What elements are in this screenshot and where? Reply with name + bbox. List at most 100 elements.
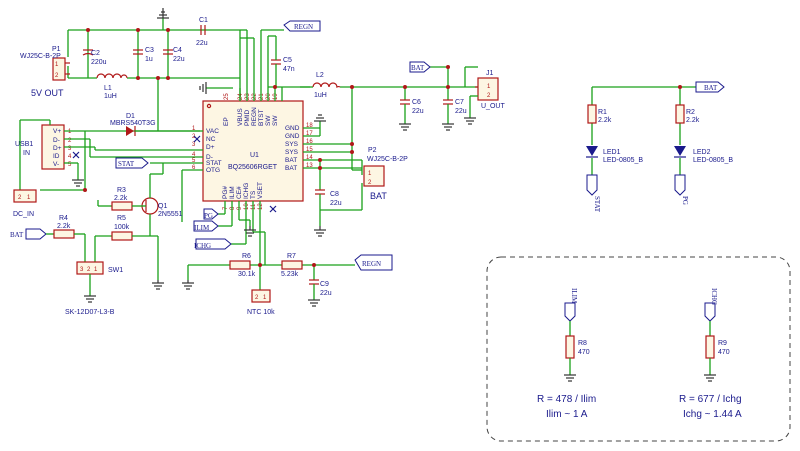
r8-value: 470 [578,349,590,356]
c1-value: 22u [196,40,208,47]
c6-ref: C6 [412,99,421,106]
ic-left-pin-number: 1 [192,126,196,132]
ic-right-pin-number: 14 [306,155,313,161]
c2-value: 220u [91,59,107,66]
inductor-l1: L1 1uH [96,73,128,100]
bat-left-text: BAT [10,231,24,239]
output-rail [300,65,478,170]
c7-ref: C7 [455,99,464,106]
u1-value: BQ25606RGET [228,164,278,171]
ic-bottom-pin-label: ILIM [229,186,236,199]
resistor-r3: R3 2.2k [97,187,146,211]
usb-ref: USB1 [15,141,33,148]
r8-ref: R8 [578,340,587,347]
capacitor-c9: C9 22u [309,279,332,300]
ic-right-pin-label: GND [285,125,300,132]
r5-value: 100k [114,224,130,231]
note-ichg-result: Ichg ~ 1.44 A [683,409,742,420]
r4-value: 2.2k [57,223,71,230]
ichg-flag2-text: ICHG [710,288,718,305]
stat-flag2-text: STAT [593,196,601,213]
connector-p2: 1 2 P2 WJ25C-B-2P BAT [363,147,408,201]
ic-bottom-pin-number: 10 [244,203,250,210]
led1-value: LED-0805_B [603,157,643,164]
usb-pin-dp: D+ [53,145,62,152]
net-flag-stat: STAT [115,157,149,169]
resistor-r1: R1 2.2k [587,104,612,124]
r1-value: 2.2k [598,117,612,124]
ic-top-wires [206,29,310,101]
c1-ref: C1 [199,17,208,24]
ic-bottom-pin-number: 8 [230,206,236,210]
sw1-pin2: 2 [87,267,91,273]
capacitor-c3: C3 1u [133,47,154,63]
bat-right-text: BAT [704,84,718,92]
r7-ref: R7 [287,253,296,260]
ic-top-pin-number: 20 [266,93,272,100]
pg-flag-text: PG [204,212,213,220]
net-flag-ichg: ICHG [194,238,232,250]
r7-value: 5.23k [281,271,299,278]
c2-ref: C2 [91,50,100,57]
ic-top-pin-number: 24 [238,93,244,100]
note-ilim-formula: R = 478 / Ilim [537,394,596,405]
capacitor-c5: C5 47n [271,52,295,80]
ground-symbol [244,226,256,237]
sw1-ref: SW1 [108,267,123,274]
ic-top-pin-number: 22 [252,93,258,100]
j1-ref: J1 [486,70,494,77]
ic-right-pin-number: 15 [306,147,313,153]
r6-value: 30.1k [238,271,256,278]
c5-value: 47n [283,66,295,73]
c8-value: 22u [330,200,342,207]
r1-ref: R1 [598,109,607,116]
p1-label: 5V OUT [31,88,64,98]
r5-ref: R5 [117,215,126,222]
ground-symbol [84,295,96,303]
l2-value: 1uH [314,92,327,99]
transistor-q1: Q1 2N5551 [141,174,183,236]
p2-pin2: 2 [368,180,372,186]
ic-top-pin-number: 25 [224,93,230,100]
ground-symbol [199,82,207,94]
ic-right-wires [303,121,363,211]
connector-p1: 1 2 P1 WJ25C-B-2P 5V OUT [20,46,70,98]
dc-in-connector: 2 1 DC_IN [13,189,37,218]
no-connect-mark [72,135,277,213]
ntc-thermistor: 2 1 NTC 10k [247,289,275,316]
net-flag-pg2: PG [674,174,689,205]
c6-value: 22u [412,108,424,115]
p1-value: WJ25C-B-2P [20,53,61,60]
ic-bottom-wires [187,201,355,290]
capacitor-c7: C7 22u [443,99,467,124]
sw1-pin1: 1 [94,267,98,273]
r3-ref: R3 [117,187,126,194]
ground-symbol [157,8,169,19]
usb-pin-dm: D- [53,137,60,144]
usb-pin-vp: V+ [53,128,61,135]
ic-left-pin-number: 2 [192,134,196,140]
ic-top-pin-number: 19 [273,93,279,100]
ic-bottom-pin-number: 12 [258,203,264,210]
note-ilim-result: Ilim ~ 1 A [546,409,588,420]
capacitor-c2: C2 220u [82,49,107,66]
net-flag-bat-top: BAT [409,61,431,73]
ic-left-pin-label: NC [206,136,216,143]
j1-value: U_OUT [481,103,505,110]
d1-ref: D1 [126,113,135,120]
ic-left-pin-number: 5 [192,158,196,164]
ilim-resistor-group: ILIM R8 470 [564,288,590,382]
net-flag-stat2: STAT [586,174,601,213]
ic-right-pin-label: BAT [285,157,297,164]
ic-top-pin-label: VBUS [237,108,244,126]
usb-connector: USB1 IN V+ D- D+ ID V- 1 2 3 4 5 [15,124,72,170]
ichg-resistor-group: ICHG R9 470 [704,288,730,382]
r9-value: 470 [718,349,730,356]
j1-pin2: 2 [487,93,491,99]
ic-right-pin-label: BAT [285,165,297,172]
connector-j1: 1 2 J1 U_OUT [469,70,505,118]
ic-top-pin-label: PMID [244,109,251,126]
bat-top-text: BAT [411,64,425,72]
net-flag-regn-bottom: REGN [354,254,393,271]
